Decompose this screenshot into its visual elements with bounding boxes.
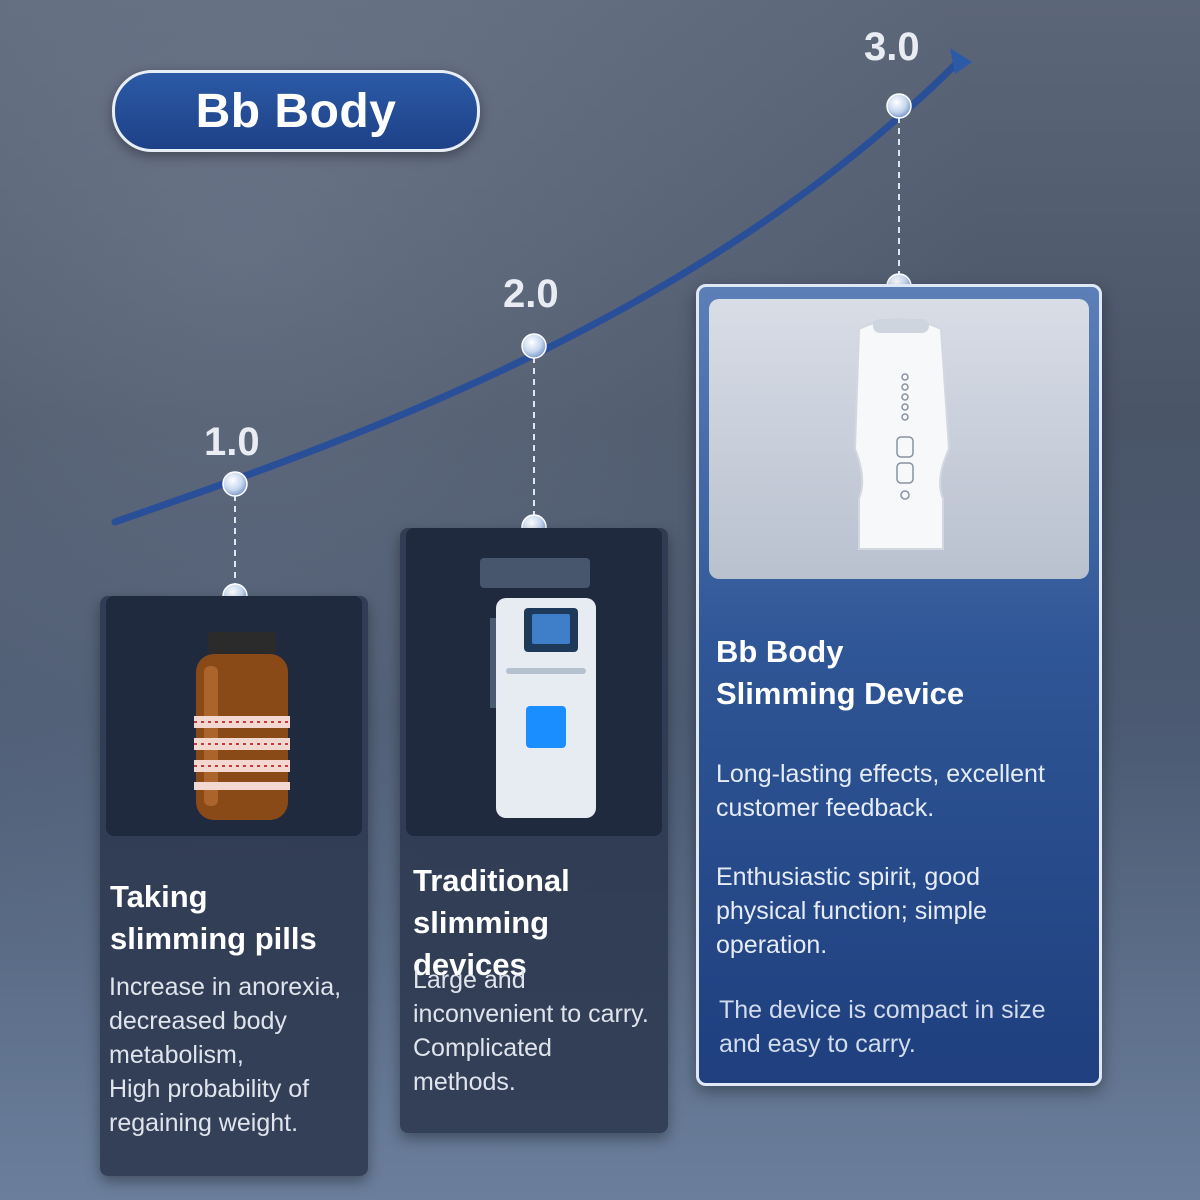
handheld-device-icon	[853, 318, 951, 550]
card-3-title-line-1: Bb Body	[716, 634, 844, 669]
card-1-title-line-1: Taking	[110, 879, 208, 914]
node-3-top	[886, 93, 912, 119]
card-3-benefit-2: Enthusiastic spirit, good physical funct…	[716, 860, 1094, 962]
card-3-desc-line: and easy to carry.	[719, 1030, 916, 1058]
card-3-desc-line: Enthusiastic spirit, good	[716, 863, 981, 891]
node-2-top	[521, 333, 547, 359]
card-1-desc-line: High probability of	[109, 1075, 310, 1103]
pill-bottle-icon	[194, 632, 290, 820]
slimming-machine-icon	[480, 558, 596, 818]
card-3-desc-line: physical function; simple	[716, 897, 987, 925]
card-1-desc-line: regaining weight.	[109, 1109, 299, 1137]
card-2-title-line-2: slimming devices	[413, 905, 550, 982]
version-label-3: 3.0	[864, 25, 920, 69]
card-1-title: Taking slimming pills	[110, 876, 317, 960]
card-3-benefit-3: The device is compact in size and easy t…	[719, 993, 1097, 1061]
card-2-desc-line: Large and	[413, 966, 526, 994]
card-1-desc-line: decreased body	[109, 1007, 287, 1035]
card-2-desc-line: Complicated	[413, 1034, 552, 1062]
card-3-title-line-2: Slimming Device	[716, 676, 965, 711]
card-2-desc-line: inconvenient to carry.	[413, 1000, 649, 1028]
card-3-desc-line: customer feedback.	[716, 794, 935, 822]
card-3-benefit-1: Long-lasting effects, excellent customer…	[716, 757, 1094, 825]
card-3-desc-line: The device is compact in size	[719, 996, 1046, 1024]
card-1-desc-line: Increase in anorexia,	[109, 973, 342, 1001]
node-1-top	[222, 471, 248, 497]
curve-arrowhead	[950, 48, 972, 74]
brand-title-pill: Bb Body	[112, 70, 480, 152]
card-1-desc-line: metabolism,	[109, 1041, 244, 1069]
card-slimming-pills: Taking slimming pills Increase in anorex…	[100, 596, 368, 1176]
brand-title: Bb Body	[195, 84, 397, 138]
card-traditional-devices: Traditional slimming devices Large and i…	[400, 528, 668, 1133]
card-2-title: Traditional slimming devices	[413, 860, 668, 986]
card-2-description: Large and inconvenient to carry. Complic…	[413, 963, 675, 1099]
version-label-1: 1.0	[204, 420, 260, 464]
card-2-desc-line: methods.	[413, 1068, 516, 1096]
version-label-2: 2.0	[503, 272, 559, 316]
card-bb-body-device: Bb Body Slimming Device Long-lasting eff…	[696, 284, 1102, 1086]
traditional-device-image	[406, 528, 662, 836]
card-3-desc-line: operation.	[716, 931, 828, 959]
pill-bottle-image	[106, 596, 362, 836]
card-1-title-line-2: slimming pills	[110, 921, 317, 956]
card-1-description: Increase in anorexia, decreased body met…	[109, 970, 371, 1140]
card-3-desc-line: Long-lasting effects, excellent	[716, 760, 1045, 788]
card-3-title: Bb Body Slimming Device	[716, 631, 964, 715]
handheld-device-image	[709, 299, 1089, 579]
card-2-title-line-1: Traditional	[413, 863, 570, 898]
